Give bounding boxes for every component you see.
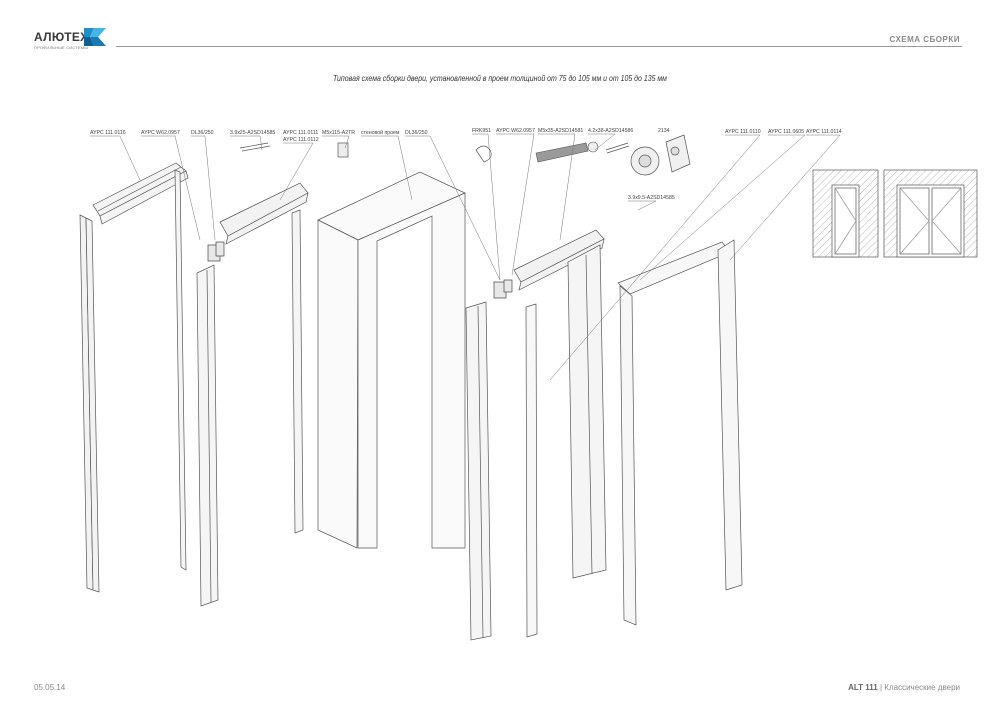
part-label: 4.2x38-A2SD14586 [588,128,633,134]
sash-jamb-right [465,301,492,641]
corner-bracket-left [207,241,225,262]
part-label: DL36/250 [405,130,428,136]
frame-vertical-left [174,169,187,571]
logo-name: АЛЮТЕХ [34,30,89,44]
wall-opening [317,171,466,549]
section-view-double [883,169,978,258]
part-label: 3.9x25-A2SD14585 [230,130,275,136]
part-label: AYPC W62.0957 [496,128,535,134]
part-label: DL36/250 [191,130,214,136]
handle-rosette [630,134,691,176]
frame-vertical-right [291,209,304,534]
header-rule [116,46,962,47]
series-name: Классические двери [884,683,960,692]
part-label: AYPC W62.0957 [141,130,180,136]
bolt [535,141,599,163]
leader-lines [90,133,841,381]
part-label: 2134 [658,128,670,134]
corner-bracket-right [493,279,513,299]
part-label: стеновой проем [361,129,400,136]
footer-series: ALT 111 | Классические двери [848,683,960,692]
sash-jamb-left [196,264,219,607]
part-label: AYPC 111.0111 [283,130,318,136]
frame-header-profile [92,162,189,225]
screw [239,142,271,152]
series-code: ALT 111 [848,683,878,692]
jamb-profile-left [79,214,100,593]
part-label: 3.9x9.5-A2SD14585 [628,195,675,201]
part-label: AYPC 111.0112 [283,137,319,143]
section-title: СХЕМА СБОРКИ [889,35,960,44]
screw-small [605,142,630,154]
jamb-stop-strip [525,303,538,638]
part-label: M5x115-A2TR [322,130,355,136]
frame-vertical-right-2 [567,244,607,579]
diagram-title: Типовая схема сборки двери, установленно… [333,73,667,83]
sash-header-right [513,229,605,291]
cable-tie [475,145,492,163]
logo-subtitle: ПРОФИЛЬНЫЕ СИСТЕМЫ [34,45,89,50]
part-label: AYPC 111.0116 [90,130,126,136]
part-label: M5x35-A2SD14581 [538,128,583,134]
footer-date: 05.05.14 [34,683,66,692]
part-label: FRK951 [472,128,491,134]
logo-mark-icon [84,28,106,46]
footer-separator: | [877,683,885,692]
section-view-single [812,169,879,258]
sleeve-fitting [337,142,349,158]
part-label: AYPC 111.0605 [768,129,804,135]
sash-header [219,182,309,245]
logo: АЛЮТЕХ ПРОФИЛЬНЫЕ СИСТЕМЫ [34,28,124,52]
part-label: AYPC 111.0114 [806,129,842,135]
door-leaf-profile [617,239,743,626]
part-label: AYPC 111.0110 [725,129,761,135]
